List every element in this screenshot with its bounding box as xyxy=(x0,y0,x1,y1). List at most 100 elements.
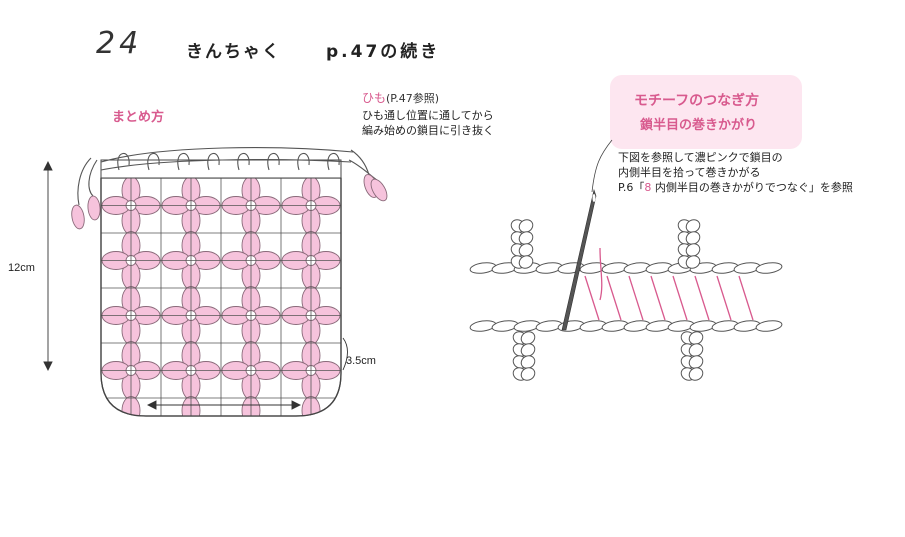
join-stitch-diagram xyxy=(469,139,783,381)
cord-label: ひも(P.47参照) xyxy=(362,89,439,106)
petal xyxy=(362,397,380,425)
petal xyxy=(102,417,130,435)
petal xyxy=(222,417,250,435)
whip-stitch xyxy=(584,275,600,321)
join-note-line: P.6「8 内側半目の巻きかがりでつなぐ」を参照 xyxy=(618,181,853,194)
lower-post-right xyxy=(680,331,704,381)
post-stitch xyxy=(518,243,534,257)
petal xyxy=(182,427,200,455)
cord-tail xyxy=(77,157,92,206)
drawstring-bag-diagram xyxy=(43,147,400,455)
petal xyxy=(362,372,380,400)
petal xyxy=(342,307,370,325)
cord-loop xyxy=(267,153,280,171)
post-stitch xyxy=(520,367,536,381)
petal xyxy=(312,417,340,435)
post-stitch xyxy=(688,367,704,381)
join-note-line: 下図を参照して濃ピンクで鎖目の xyxy=(618,151,783,164)
cord-end-bead xyxy=(71,204,85,230)
cord-end-bead xyxy=(370,178,388,202)
flower-center xyxy=(366,311,376,321)
post-stitch xyxy=(688,343,704,357)
cord-note-line: ひも通し位置に通してから xyxy=(362,109,494,122)
petal xyxy=(342,197,370,215)
arrow-up xyxy=(43,160,53,171)
pattern-number: 24 xyxy=(96,26,143,61)
join-method-subtitle: 鎖半目の巻きかがり xyxy=(640,118,758,133)
upper-post-right xyxy=(677,219,701,269)
whip-stitches xyxy=(584,247,754,321)
needle-eye xyxy=(592,194,596,202)
post-stitch xyxy=(520,355,536,369)
post-stitch xyxy=(518,255,534,269)
bag-edge xyxy=(100,178,342,417)
petal xyxy=(362,342,380,370)
whip-stitch xyxy=(628,275,644,321)
flower-center xyxy=(366,366,376,376)
join-method-badge xyxy=(610,75,802,149)
flower-center xyxy=(306,421,316,431)
page-title: きんちゃく xyxy=(186,42,281,62)
cord-loop xyxy=(117,153,130,171)
petal xyxy=(362,262,380,290)
cord-note: ひも通し位置に通してから 編み始めの鎖目に引き抜く xyxy=(362,108,494,138)
cord-end-bead xyxy=(87,195,101,221)
post-stitch xyxy=(685,243,701,257)
join-note: 下図を参照して濃ピンクで鎖目の 内側半目を拾って巻きかがる P.6「8 内側半目… xyxy=(618,150,853,195)
post-stitch xyxy=(520,343,536,357)
arrow-left xyxy=(146,400,157,410)
needle xyxy=(561,188,597,331)
motif-grid xyxy=(101,178,341,416)
arrow-down xyxy=(43,361,53,372)
cord-loop xyxy=(297,153,310,171)
flower-center xyxy=(186,421,196,431)
petal xyxy=(342,362,370,380)
step-number: 8 xyxy=(644,181,652,194)
whip-stitch xyxy=(738,275,754,321)
petal xyxy=(362,287,380,315)
flower-center xyxy=(366,256,376,266)
flower-center xyxy=(126,421,136,431)
petal xyxy=(372,307,400,325)
post-stitch xyxy=(685,231,701,245)
dimension-height: 12cm xyxy=(8,262,35,274)
lower-post-left xyxy=(512,331,536,381)
petal xyxy=(122,427,140,455)
petal xyxy=(342,417,370,435)
petal xyxy=(302,427,320,455)
join-method-title: モチーフのつなぎ方 xyxy=(634,93,760,109)
cord-loop xyxy=(147,153,160,171)
flower-center xyxy=(366,201,376,211)
leader-line xyxy=(591,139,613,193)
join-note-line: 内側半目を拾って巻きかがる xyxy=(618,166,761,179)
petal xyxy=(362,427,380,455)
dimension-gusset: 3.5cm xyxy=(346,355,376,367)
petal xyxy=(242,427,260,455)
flower-center xyxy=(246,421,256,431)
petal xyxy=(162,417,190,435)
petal xyxy=(342,252,370,270)
assembly-title: まとめ方 xyxy=(112,110,165,125)
petal xyxy=(192,417,220,435)
whip-stitch xyxy=(716,275,732,321)
upper-chain-row xyxy=(469,262,783,274)
lower-chain-row xyxy=(469,320,783,332)
cord-line xyxy=(100,159,352,171)
page-reference: p.47の続き xyxy=(326,42,441,62)
post-stitch xyxy=(688,355,704,369)
post-stitch xyxy=(518,219,534,233)
cord-label-text: ひも xyxy=(362,91,387,105)
petal xyxy=(252,417,280,435)
petal xyxy=(372,362,400,380)
post-stitch xyxy=(685,219,701,233)
flower-center xyxy=(366,421,376,431)
whip-stitch xyxy=(650,275,666,321)
cord-page-ref: (P.47参照) xyxy=(386,92,440,105)
cord-loop xyxy=(237,153,250,171)
upper-post-left xyxy=(510,219,534,269)
petal xyxy=(282,417,310,435)
arrow-right xyxy=(291,400,302,410)
post-stitch xyxy=(685,255,701,269)
whip-stitch xyxy=(606,275,622,321)
